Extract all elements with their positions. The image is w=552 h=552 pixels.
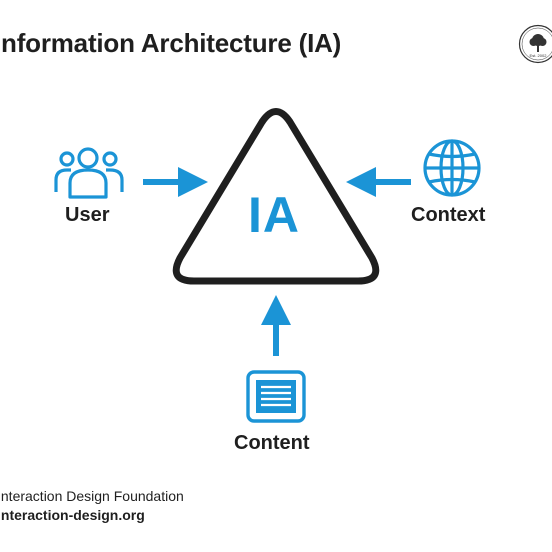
document-icon xyxy=(246,370,306,423)
footer-org: Interaction Design Foundation xyxy=(0,488,184,504)
page-title: Information Architecture (IA) xyxy=(0,28,342,58)
logo-text: Est. 2002 xyxy=(530,53,548,58)
ia-label: IA xyxy=(248,187,300,243)
users-icon xyxy=(54,147,124,199)
tree-seal-icon xyxy=(529,34,547,52)
footer-url[interactable]: interaction-design.org xyxy=(0,507,145,523)
logo-seal: Est. 2002 xyxy=(518,24,552,64)
ia-triangle xyxy=(172,108,380,285)
content-label: Content xyxy=(234,432,310,454)
context-label: Context xyxy=(411,204,486,226)
user-label: User xyxy=(65,204,110,226)
globe-icon xyxy=(423,139,481,197)
footer: Interaction Design Foundation interactio… xyxy=(0,487,184,525)
